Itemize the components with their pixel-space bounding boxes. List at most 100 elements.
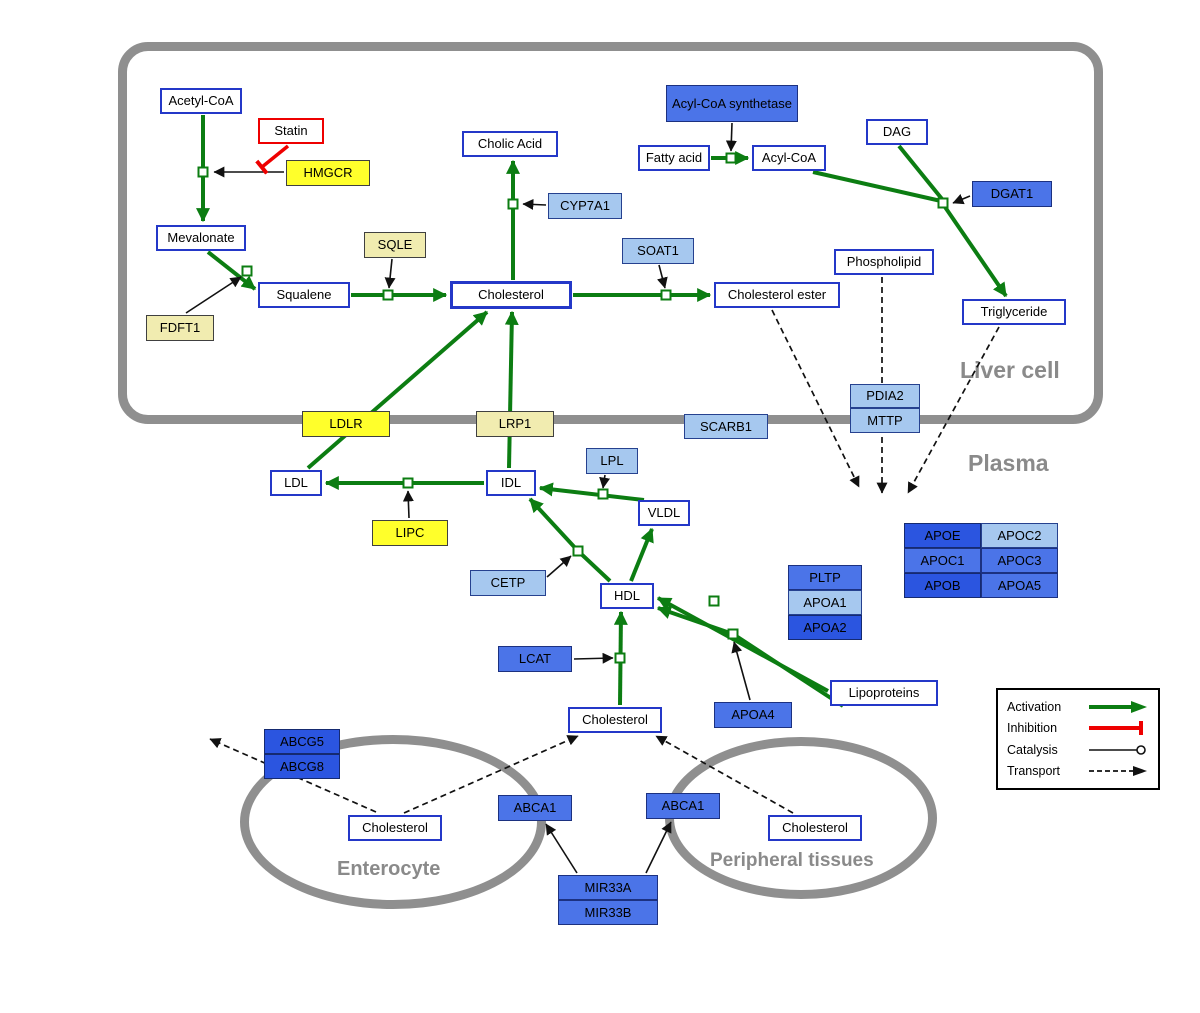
node-apoa1[interactable]: APOA1 xyxy=(788,590,862,615)
node-label: DAG xyxy=(882,124,912,140)
node-cholesterol-ester[interactable]: Cholesterol ester xyxy=(714,282,840,308)
node-label: APOC2 xyxy=(997,527,1042,543)
node-label: Cholesterol xyxy=(362,820,428,836)
plasma-label: Plasma xyxy=(968,450,1049,476)
node-label: APOE xyxy=(924,527,961,543)
node-apoe[interactable]: APOE xyxy=(904,523,981,548)
node-label: Triglyceride xyxy=(980,304,1048,320)
node-mir33a[interactable]: MIR33A xyxy=(558,875,658,900)
node-cholesterol-plasma[interactable]: Cholesterol xyxy=(568,707,662,733)
node-phospholipid[interactable]: Phospholipid xyxy=(834,249,934,275)
node-label: HMGCR xyxy=(303,165,353,181)
node-label: ABCG5 xyxy=(279,733,325,749)
node-sqle[interactable]: SQLE xyxy=(364,232,426,258)
node-label: Acetyl-CoA xyxy=(168,93,234,109)
node-pdia2[interactable]: PDIA2 xyxy=(850,384,920,408)
reaction-node xyxy=(727,628,739,640)
activation-arrow-icon xyxy=(1089,700,1147,713)
node-mevalonate[interactable]: Mevalonate xyxy=(156,225,246,251)
reaction-node xyxy=(614,652,626,664)
node-ldl[interactable]: LDL xyxy=(270,470,322,496)
legend-catalysis-label: Catalysis xyxy=(1007,742,1058,757)
node-acyl-coa-synthetase[interactable]: Acyl-CoA synthetase xyxy=(666,85,798,122)
node-idl[interactable]: IDL xyxy=(486,470,536,496)
node-lpl[interactable]: LPL xyxy=(586,448,638,474)
node-cholesterol-enterocyte[interactable]: Cholesterol xyxy=(348,815,442,841)
node-lipc[interactable]: LIPC xyxy=(372,520,448,546)
node-fatty-acid[interactable]: Fatty acid xyxy=(638,145,710,171)
node-cholesterol-peripheral[interactable]: Cholesterol xyxy=(768,815,862,841)
node-label: MIR33A xyxy=(584,879,632,895)
node-apob[interactable]: APOB xyxy=(904,573,981,598)
node-mir33b[interactable]: MIR33B xyxy=(558,900,658,925)
node-apoa5[interactable]: APOA5 xyxy=(981,573,1058,598)
node-hdl[interactable]: HDL xyxy=(600,583,654,609)
node-abca1-enterocyte[interactable]: ABCA1 xyxy=(498,795,572,821)
node-label: APOA5 xyxy=(997,577,1042,593)
node-label: APOC3 xyxy=(997,552,1042,568)
node-abca1-peripheral[interactable]: ABCA1 xyxy=(646,793,720,819)
node-lipoproteins[interactable]: Lipoproteins xyxy=(830,680,938,706)
node-label: Cholic Acid xyxy=(477,136,543,152)
node-dag[interactable]: DAG xyxy=(866,119,928,145)
edge-apoa4-catalysis xyxy=(731,641,751,701)
node-label: MIR33B xyxy=(584,904,632,920)
legend-row-transport: Transport xyxy=(1007,764,1149,778)
node-cholic-acid[interactable]: Cholic Acid xyxy=(462,131,558,157)
enterocyte-membrane xyxy=(240,735,546,909)
node-label: LPL xyxy=(600,453,624,469)
node-apoc3[interactable]: APOC3 xyxy=(981,548,1058,573)
node-label: Mevalonate xyxy=(167,230,235,246)
node-ldlr[interactable]: LDLR xyxy=(302,411,390,437)
node-squalene[interactable]: Squalene xyxy=(258,282,350,308)
node-apoc2[interactable]: APOC2 xyxy=(981,523,1058,548)
node-cetp[interactable]: CETP xyxy=(470,570,546,596)
transport-dashed-arrow-icon xyxy=(1089,766,1147,777)
node-label: Cholesterol ester xyxy=(727,287,827,303)
edge-hdl-to-vldl xyxy=(629,527,654,582)
node-lrp1[interactable]: LRP1 xyxy=(476,411,554,437)
node-abcg8[interactable]: ABCG8 xyxy=(264,754,340,779)
node-label: DGAT1 xyxy=(990,186,1034,202)
edge-mir33-to-abca1-enterocyte xyxy=(545,823,578,874)
node-cholesterol-liver[interactable]: Cholesterol xyxy=(450,281,572,309)
node-hmgcr[interactable]: HMGCR xyxy=(286,160,370,186)
node-apoc1[interactable]: APOC1 xyxy=(904,548,981,573)
node-apoa4[interactable]: APOA4 xyxy=(714,702,792,728)
node-label: Squalene xyxy=(276,287,332,303)
node-fdft1[interactable]: FDFT1 xyxy=(146,315,214,341)
node-dgat1[interactable]: DGAT1 xyxy=(972,181,1052,207)
reaction-node xyxy=(597,488,609,500)
node-statin[interactable]: Statin xyxy=(258,118,324,144)
node-label: LIPC xyxy=(395,525,425,541)
node-acetyl-coa[interactable]: Acetyl-CoA xyxy=(160,88,242,114)
node-label: FDFT1 xyxy=(159,320,201,336)
edge-lcat-catalysis xyxy=(573,652,614,664)
node-pltp[interactable]: PLTP xyxy=(788,565,862,590)
node-scarb1[interactable]: SCARB1 xyxy=(684,414,768,439)
node-lcat[interactable]: LCAT xyxy=(498,646,572,672)
node-abcg5[interactable]: ABCG5 xyxy=(264,729,340,754)
node-soat1[interactable]: SOAT1 xyxy=(622,238,694,264)
node-label: CYP7A1 xyxy=(560,198,610,214)
node-triglyceride[interactable]: Triglyceride xyxy=(962,299,1066,325)
node-apoa2[interactable]: APOA2 xyxy=(788,615,862,640)
node-label: IDL xyxy=(500,475,522,491)
node-cyp7a1[interactable]: CYP7A1 xyxy=(548,193,622,219)
inhibition-tbar-icon xyxy=(1089,721,1143,736)
node-label: ABCG8 xyxy=(279,758,325,774)
node-acyl-coa[interactable]: Acyl-CoA xyxy=(752,145,826,171)
node-label: Phospholipid xyxy=(846,254,922,270)
node-mttp[interactable]: MTTP xyxy=(850,408,920,433)
edge-cetp-catalysis xyxy=(546,555,572,578)
legend-row-catalysis: Catalysis xyxy=(1007,743,1149,757)
node-vldl[interactable]: VLDL xyxy=(638,500,690,526)
node-label: LRP1 xyxy=(498,416,532,432)
node-label: APOB xyxy=(924,577,961,593)
node-label: SCARB1 xyxy=(699,418,753,434)
liver-cell-membrane xyxy=(118,42,1103,424)
node-label: Statin xyxy=(274,123,308,139)
node-label: Cholesterol xyxy=(478,287,544,303)
node-label: LDLR xyxy=(329,416,363,432)
